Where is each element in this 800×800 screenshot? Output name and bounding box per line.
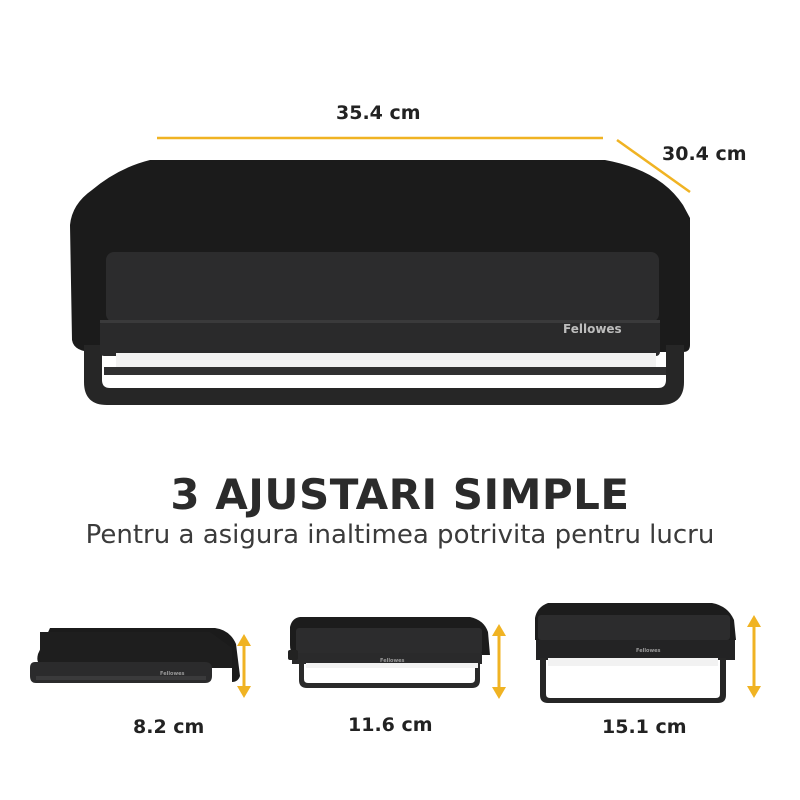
depth-dimension-line xyxy=(616,138,691,194)
headline: 3 AJUSTARI SIMPLE xyxy=(170,470,630,519)
monitor-stand-high: Fellowes xyxy=(535,603,736,703)
height-arrow-3 xyxy=(747,615,761,698)
brand-logo-small: Fellowes xyxy=(636,648,660,654)
depth-dimension-label: 30.4 cm xyxy=(662,143,747,165)
subheadline: Pentru a asigura inaltimea potrivita pen… xyxy=(85,520,715,550)
monitor-stand-mid: Fellowes xyxy=(288,617,490,688)
monitor-stand-large: Fellowes xyxy=(70,160,690,405)
height-arrow-2 xyxy=(492,624,506,699)
height-label-mid: 11.6 cm xyxy=(348,714,433,736)
brand-logo-small: Fellowes xyxy=(160,671,184,677)
monitor-stand-low: Fellowes xyxy=(30,628,241,683)
brand-logo: Fellowes xyxy=(563,322,622,336)
height-label-high: 15.1 cm xyxy=(602,716,687,738)
height-arrow-1 xyxy=(237,634,251,698)
width-dimension-label: 35.4 cm xyxy=(336,102,421,124)
brand-logo-small: Fellowes xyxy=(380,658,404,664)
height-label-low: 8.2 cm xyxy=(133,716,205,738)
